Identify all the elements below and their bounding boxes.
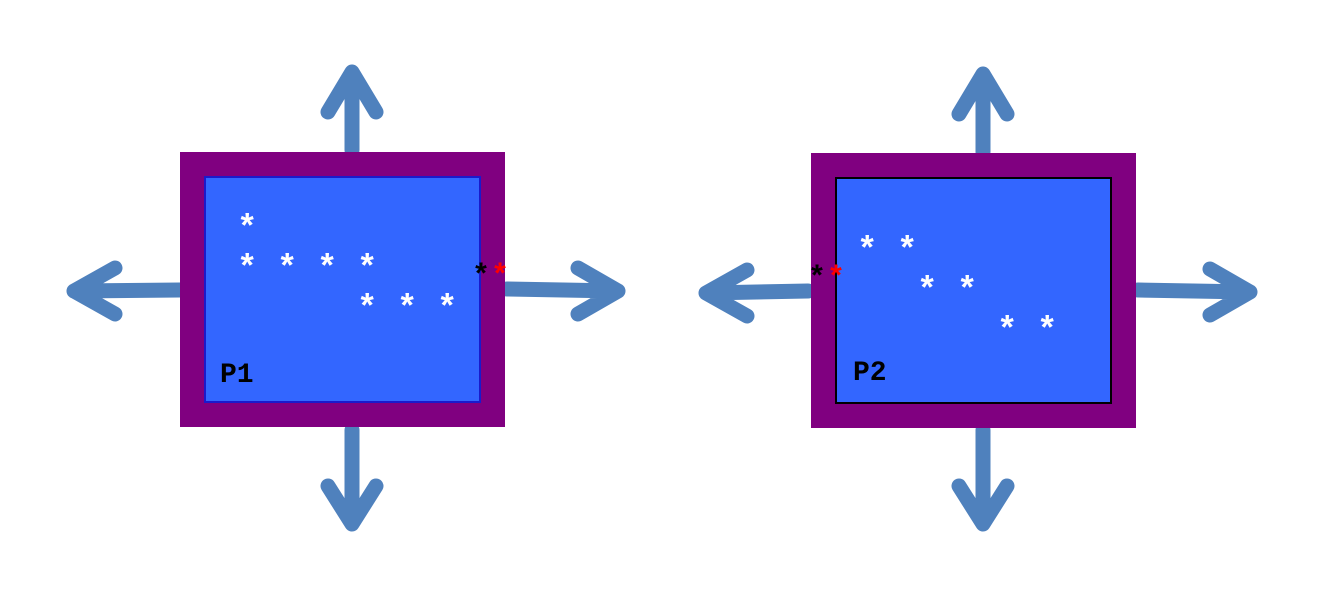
- star: *: [957, 273, 977, 311]
- star: *: [897, 233, 917, 271]
- panel-p1: * * * * * * * * * * P1: [66, 64, 626, 532]
- star: *: [357, 251, 377, 289]
- arrow-left-icon: [66, 260, 188, 322]
- star: *: [1037, 313, 1057, 351]
- star: *: [857, 233, 877, 271]
- star: *: [317, 251, 337, 289]
- boundary-star: *: [491, 260, 509, 294]
- star: *: [237, 211, 257, 249]
- star-pattern: * * * * * *: [857, 233, 1057, 351]
- panel-label: P2: [853, 358, 887, 389]
- star: *: [397, 291, 417, 329]
- arrow-right-icon: [499, 260, 626, 322]
- star: *: [357, 291, 377, 329]
- arrow-left-icon: [698, 262, 816, 324]
- star: *: [437, 291, 457, 329]
- arrow-down-icon: [320, 422, 384, 532]
- panel-area: [835, 177, 1112, 404]
- arrow-up-icon: [320, 64, 384, 158]
- arrow-right-icon: [1130, 261, 1258, 323]
- panel-p2: * * * * * * * * P2: [698, 66, 1258, 532]
- ghost-star: *: [808, 262, 826, 296]
- panel-area: [204, 176, 481, 403]
- arrow-down-icon: [951, 422, 1015, 532]
- star-pattern: * * * * * * * *: [237, 211, 457, 329]
- star: *: [237, 251, 257, 289]
- arrow-up-icon: [951, 66, 1015, 160]
- ghost-star: *: [472, 260, 490, 294]
- star: *: [917, 273, 937, 311]
- star: *: [997, 313, 1017, 351]
- boundary-star: *: [827, 262, 845, 296]
- star: *: [277, 251, 297, 289]
- panel-label: P1: [220, 360, 254, 391]
